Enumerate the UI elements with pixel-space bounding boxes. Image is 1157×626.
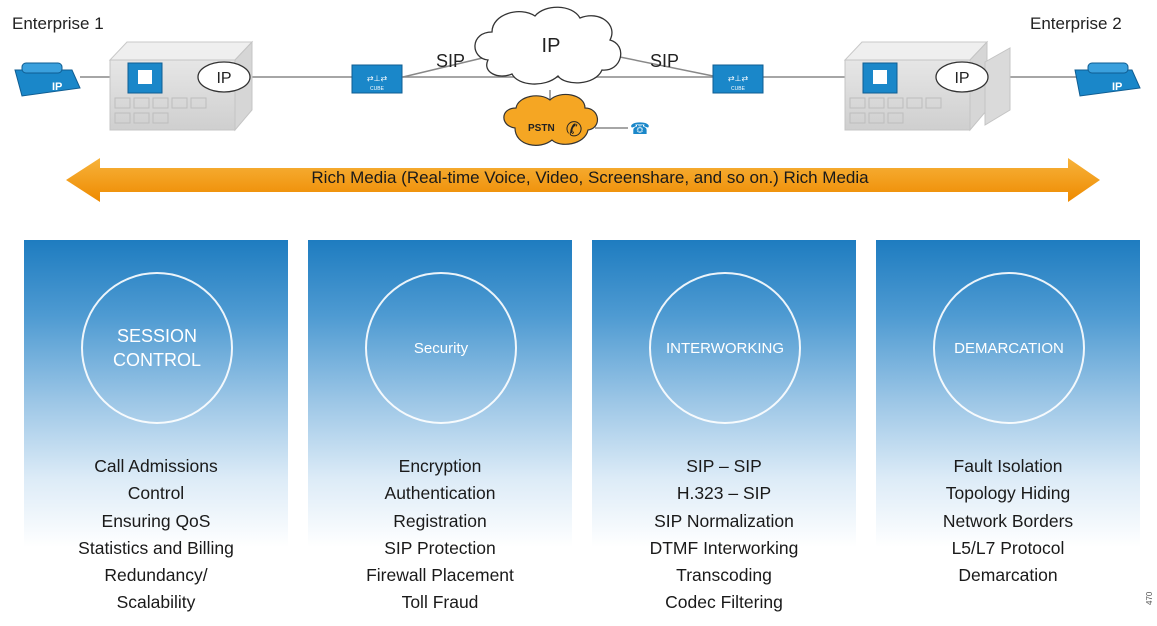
ip-cloud-left-label: IP: [216, 70, 231, 87]
panel-item: Topology Hiding: [945, 483, 1071, 504]
sip-label-right: SIP: [650, 51, 680, 71]
analog-phone-icon: ☎: [630, 119, 650, 138]
panel-item: H.323 – SIP: [676, 483, 772, 504]
figure-number: 470: [1145, 591, 1154, 605]
ip-cloud-right-label: IP: [954, 70, 969, 87]
panel-security: Security Encryption Authentication Regis…: [308, 240, 572, 624]
panel-item: Scalability: [116, 592, 196, 613]
sip-link-right: [609, 54, 719, 78]
panel-item: SIP Normalization: [654, 510, 794, 531]
rich-media-arrow: [66, 158, 1100, 202]
panel-item: Fault Isolation: [953, 456, 1063, 476]
panel-title-line: Security: [413, 339, 469, 357]
sip-link-left: [402, 54, 496, 78]
svg-text:⇄⊥⇄: ⇄⊥⇄: [728, 74, 749, 83]
panel-item-list: SIP – SIP H.323 – SIP SIP Normalization …: [592, 453, 856, 617]
enterprise-2-label: Enterprise 2: [1030, 14, 1122, 33]
panel-demarcation: DEMARCATION Fault Isolation Topology Hid…: [876, 240, 1140, 624]
panel-item: Control: [127, 483, 185, 504]
panel-session-control: SESSION CONTROL Call Admissions Control …: [24, 240, 288, 624]
panel-item-list: Call Admissions Control Ensuring QoS Sta…: [24, 453, 288, 617]
panel-title-line: CONTROL: [112, 350, 201, 370]
ip-phone-right-icon: IP: [1074, 62, 1141, 97]
svg-text:⇄⊥⇄: ⇄⊥⇄: [367, 74, 388, 83]
panel-item: Toll Fraud: [401, 592, 479, 613]
ip-phone-left-label: IP: [52, 81, 62, 93]
panel-title-line: SESSION: [116, 326, 197, 346]
panel-interworking: INTERWORKING SIP – SIP H.323 – SIP SIP N…: [592, 240, 856, 624]
panel-item: Registration: [393, 510, 487, 531]
rich-media-banner: Rich Media (Real-time Voice, Video, Scre…: [311, 168, 869, 187]
panel-item: Network Borders: [942, 510, 1074, 531]
handset-icon: ✆: [566, 117, 583, 141]
panel-item: Encryption: [398, 456, 482, 476]
panel-title-line: DEMARCATION: [954, 339, 1064, 357]
cube-right-label: CUBE: [731, 86, 746, 92]
panel-item-list: Fault Isolation Topology Hiding Network …: [876, 453, 1140, 589]
ip-phone-left-icon: IP: [14, 62, 81, 97]
svg-text:☎: ☎: [630, 119, 650, 138]
panel-item: Codec Filtering: [665, 592, 783, 613]
ip-cloud-center-icon: IP: [474, 6, 622, 85]
ip-cloud-center-label: IP: [542, 35, 561, 57]
cube-router-left-icon: ⇄⊥⇄ CUBE: [351, 64, 403, 94]
panel-item: Call Admissions: [94, 456, 218, 476]
interworking-circle: INTERWORKING: [649, 272, 801, 424]
ip-cloud-left-icon: IP: [197, 61, 251, 93]
sip-label-left: SIP: [436, 51, 466, 71]
panel-item: L5/L7 Protocol: [951, 537, 1065, 558]
session-control-circle: SESSION CONTROL: [81, 272, 233, 424]
panel-item-list: Encryption Authentication Registration S…: [308, 453, 572, 617]
panel-item: Statistics and Billing: [78, 537, 234, 558]
call-manager-right-icon: [862, 62, 898, 94]
panel-item: SIP – SIP: [686, 456, 762, 476]
demarcation-circle: DEMARCATION: [933, 272, 1085, 424]
pstn-label: PSTN: [528, 123, 555, 134]
panel-title-line: INTERWORKING: [665, 339, 785, 357]
security-circle: Security: [365, 272, 517, 424]
panel-item: DTMF Interworking: [649, 537, 799, 558]
panel-item: Transcoding: [676, 565, 772, 586]
panel-item: Ensuring QoS: [101, 510, 211, 531]
panel-item: Authentication: [384, 483, 496, 504]
ip-phone-right-label: IP: [1112, 81, 1122, 93]
ip-cloud-right-icon: IP: [935, 61, 989, 93]
panel-item: Demarcation: [958, 565, 1058, 586]
pstn-cloud-icon: PSTN ✆: [503, 93, 598, 146]
call-manager-left-icon: [127, 62, 163, 94]
panel-item: SIP Protection: [384, 537, 496, 558]
panel-item: Redundancy/: [104, 565, 208, 586]
cube-left-label: CUBE: [370, 86, 385, 92]
enterprise-1-label: Enterprise 1: [12, 14, 104, 33]
cube-router-right-icon: ⇄⊥⇄ CUBE: [712, 64, 764, 94]
topology-diagram: IP IP IP IP ⇄⊥⇄ CUBE ⇄⊥⇄ CUBE IP: [14, 6, 1141, 202]
panel-item: Firewall Placement: [366, 565, 514, 586]
